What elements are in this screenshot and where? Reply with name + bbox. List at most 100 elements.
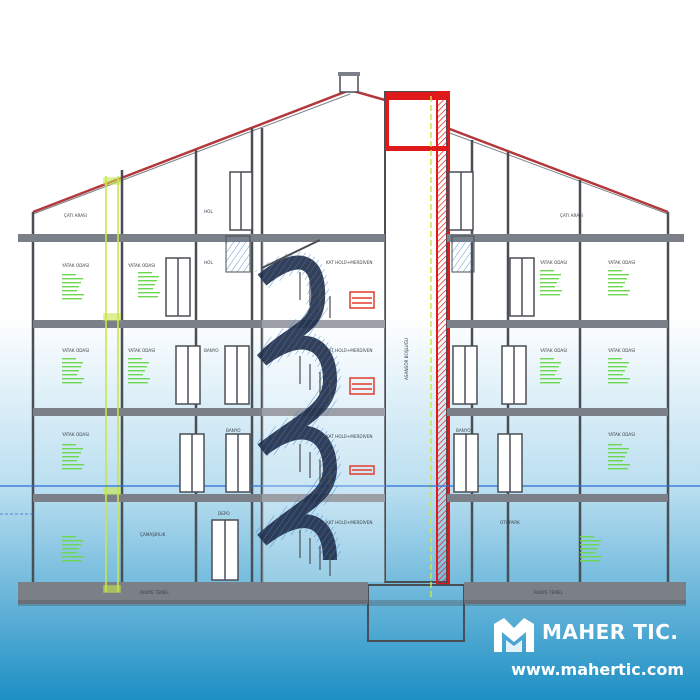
brand-block: MAHER TIC. www.mahertic.com (488, 616, 688, 682)
room-note-line (138, 280, 157, 282)
room-note-line (608, 378, 630, 380)
room-note-line (540, 286, 555, 288)
stair-callouts (349, 291, 375, 475)
elevator-shaft (367, 91, 465, 642)
room-note-line (540, 358, 554, 360)
room-note-line (608, 456, 625, 458)
room-note-line (540, 382, 560, 384)
room-note-line (62, 370, 79, 372)
floor1-bath-left: BANYO (226, 428, 241, 433)
room-note-line (138, 272, 152, 274)
room-note-line (608, 370, 625, 372)
floor2-room-1: YATAK ODASI (61, 348, 89, 353)
room-note-line (62, 286, 79, 288)
foundation-label-left: RADYE TEMEL (140, 590, 170, 595)
room-note-line (580, 544, 599, 546)
room-note-line (540, 290, 562, 292)
elevator-pit (367, 584, 465, 642)
room-note-line (540, 294, 560, 296)
room-note-line (62, 274, 76, 276)
room-note-line (62, 444, 76, 446)
room-note-line (128, 374, 143, 376)
room-note-line (128, 370, 145, 372)
room-note-line (62, 552, 77, 554)
room-note-line (62, 560, 82, 562)
room-note-line (62, 278, 83, 280)
floor3-room-3: YATAK ODASI (539, 260, 567, 265)
room-note-line (608, 464, 630, 466)
attic-label-right: ÇATI ARASI (560, 213, 583, 218)
floor1-room-2: YATAK ODASI (607, 432, 635, 437)
attic-label-hall: HOL (204, 209, 213, 214)
room-note-line (608, 448, 629, 450)
room-note-line (62, 544, 81, 546)
room-note-line (138, 296, 158, 298)
room-note-line (62, 282, 81, 284)
room-note-line (540, 282, 557, 284)
room-note-line (540, 370, 557, 372)
room-note-line (608, 460, 623, 462)
foundation-label-right: RADYE TEMEL (534, 590, 564, 595)
room-note-line (580, 560, 600, 562)
maher-m-logo-icon (494, 618, 534, 652)
brand-name: MAHER TIC. (542, 620, 679, 644)
floor2-room-4: YATAK ODASI (607, 348, 635, 353)
room-note-line (128, 382, 148, 384)
floor3-room-2: YATAK ODASI (127, 263, 155, 268)
room-note-line (608, 270, 622, 272)
ground-parking: OTOPARK (500, 520, 520, 525)
room-note-line (608, 358, 622, 360)
brand-url[interactable]: www.mahertic.com (511, 660, 684, 679)
room-note-line (62, 556, 84, 558)
floor3-hall: HOL (204, 260, 213, 265)
room-note-line (608, 382, 628, 384)
room-note-line (608, 294, 628, 296)
room-note-line (608, 374, 623, 376)
room-note-line (138, 276, 159, 278)
ground-storage: DEPO (218, 511, 230, 516)
attic-label-left: ÇATI ARASI (64, 213, 87, 218)
ground-laundry: ÇAMAŞIRLIK (140, 532, 166, 537)
room-note-line (580, 540, 601, 542)
room-note-line (580, 556, 602, 558)
floor2-stair-hall: KAT HOLÜ+MERDİVEN (326, 348, 373, 353)
room-note-line (608, 468, 628, 470)
room-note-line (580, 552, 595, 554)
floor3-stair-hall: KAT HOLÜ+MERDİVEN (326, 260, 373, 265)
room-note-line (540, 374, 555, 376)
room-note-line (62, 294, 84, 296)
room-note-line (62, 456, 79, 458)
floor2-bath: BANYO (204, 348, 219, 353)
room-note-line (128, 378, 150, 380)
floor1-stair-hall: KAT HOLÜ+MERDİVEN (326, 434, 373, 439)
room-note-line (62, 548, 79, 550)
roof (32, 72, 669, 215)
room-note-line (128, 362, 149, 364)
room-note-line (608, 362, 629, 364)
room-note-line (128, 358, 142, 360)
room-note-line (580, 548, 597, 550)
room-note-line (62, 298, 82, 300)
room-note-line (608, 278, 627, 280)
floor3-room-4: YATAK ODASI (607, 260, 635, 265)
room-note-line (62, 362, 83, 364)
room-note-line (138, 284, 155, 286)
room-note-line (608, 274, 629, 276)
room-note-line (540, 362, 561, 364)
room-note-line (608, 290, 630, 292)
room-note-line (608, 282, 625, 284)
room-note-line (62, 536, 76, 538)
room-note-line (62, 464, 84, 466)
room-note-line (62, 358, 76, 360)
room-note-line (580, 536, 594, 538)
room-note-line (540, 378, 562, 380)
room-note-line (62, 540, 83, 542)
floor3-room-1: YATAK ODASI (61, 263, 89, 268)
room-note-line (62, 468, 82, 470)
room-note-line (540, 278, 559, 280)
room-note-line (128, 366, 147, 368)
room-note-line (62, 378, 84, 380)
dimension-guides (103, 176, 121, 593)
